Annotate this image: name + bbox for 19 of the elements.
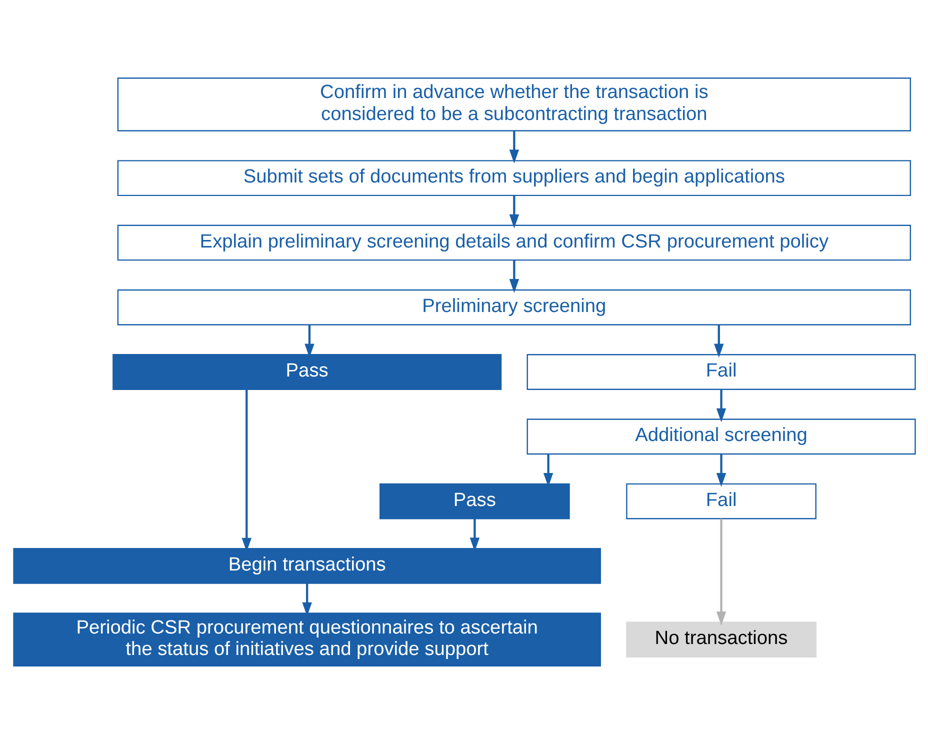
arrow: [716, 390, 726, 422]
node-box: Preliminary screening: [116, 289, 911, 326]
node-box: Additional screening: [526, 418, 916, 455]
node-box: Begin transactions: [12, 548, 600, 584]
node-box: Fail: [526, 354, 916, 390]
node-box: Confirm in advance whether the transaction is considered to be a subcontracting transaction: [116, 78, 911, 132]
arrow: [508, 131, 519, 164]
arrow: [716, 454, 726, 487]
node-box: Pass: [379, 483, 570, 520]
node-box: No transactions: [626, 622, 816, 658]
node-box: Periodic CSR procurement questionnaires to ascertain the status of initiatives and provide support: [12, 612, 600, 666]
node-box: Submit sets of documents from suppliers and begin applications: [116, 160, 911, 196]
arrow: [716, 518, 726, 626]
node-box: Pass: [112, 354, 502, 390]
arrow: [508, 196, 519, 228]
arrow: [508, 260, 519, 293]
node-box: Explain preliminary screening details and confirm CSR procurement policy: [116, 224, 911, 261]
node-box: Fail: [626, 483, 816, 520]
arrow: [714, 325, 724, 358]
